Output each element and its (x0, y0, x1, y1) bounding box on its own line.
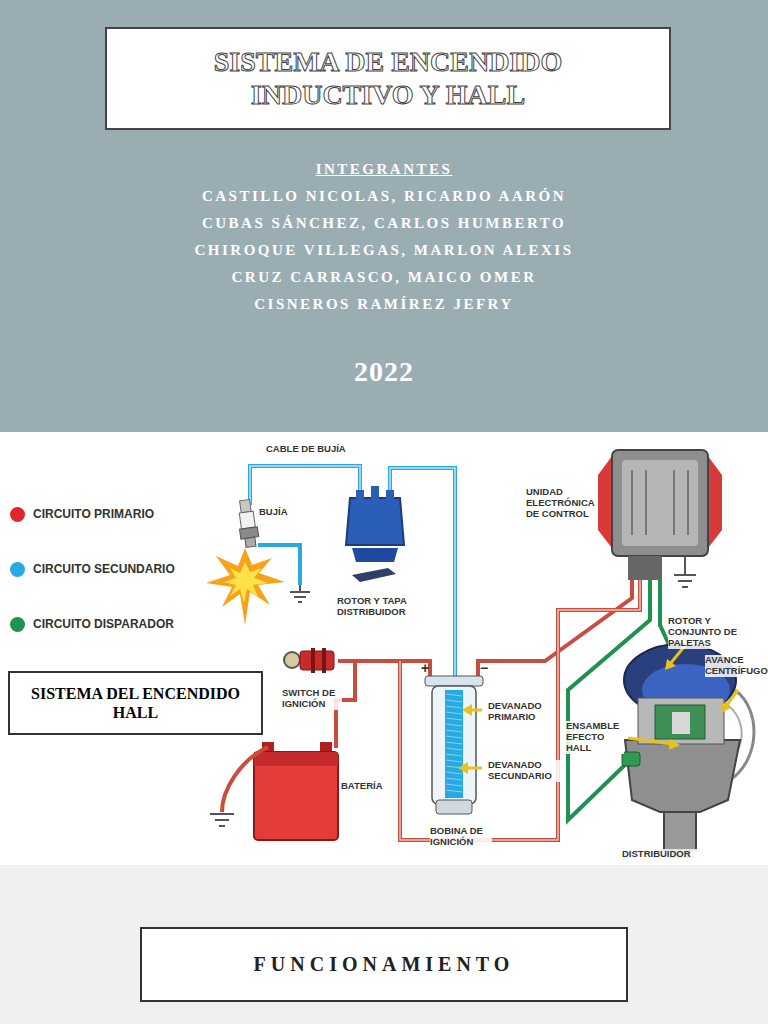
part-label: DISTRIBUIDOR (622, 849, 702, 860)
part-label: ROTOR Y TAPA DISTRIBUIDOR (337, 596, 413, 618)
legend-swatch (10, 507, 25, 522)
member-name: CASTILLO NICOLAS, RICARDO AARÓN (84, 188, 684, 205)
legend-swatch (10, 617, 25, 632)
legend-text: CIRCUITO SECUNDARIO (33, 563, 175, 577)
part-label: ROTOR Y CONJUNTO DE PALETAS (668, 616, 766, 649)
part-label: DEVANADO PRIMARIO (488, 701, 550, 723)
member-name: CISNEROS RAMÍREZ JEFRY (84, 296, 684, 313)
title-box: SISTEMA DE ENCENDIDO INDUCTIVO Y HALL (105, 27, 671, 130)
part-label: BOBINA DE IGNICIÓN (430, 826, 492, 848)
terminal-sign: + (421, 660, 433, 676)
section-box: FUNCIONAMIENTO (140, 927, 628, 1002)
legend-swatch (10, 562, 25, 577)
legend-text: CIRCUITO DISPARADOR (33, 618, 174, 632)
part-label: DEVANADO SECUNDARIO (488, 760, 560, 782)
part-label: SWITCH DE IGNICIÓN (282, 688, 342, 710)
part-label: BUJÍA (259, 507, 299, 518)
part-label: BATERÍA (341, 781, 391, 792)
part-label: CABLE DE BUJÍA (266, 444, 366, 455)
terminal-sign: − (480, 660, 492, 676)
part-label: UNIDAD ELECTRÓNICA DE CONTROL (526, 487, 596, 520)
part-label: AVANCE CENTRÍFUGO (705, 655, 765, 677)
box-text: FUNCIONAMIENTO (254, 953, 515, 976)
member-name: CRUZ CARRASCO, MAICO OMER (84, 269, 684, 286)
box-text: SISTEMA DEL ENCENDIDO HALL (23, 684, 248, 722)
member-name: CHIROQUE VILLEGAS, MARLON ALEXIS (84, 242, 684, 259)
section-box: SISTEMA DEL ENCENDIDO HALL (8, 671, 263, 735)
members-heading: INTEGRANTES (84, 161, 684, 178)
member-name: CUBAS SÁNCHEZ, CARLOS HUMBERTO (84, 215, 684, 232)
part-label: ENSAMBLE EFECTO HALL (566, 721, 624, 754)
legend-text: CIRCUITO PRIMARIO (33, 508, 154, 522)
year: 2022 (284, 356, 484, 388)
box-text: SISTEMA DE ENCENDIDO INDUCTIVO Y HALL (173, 46, 603, 110)
